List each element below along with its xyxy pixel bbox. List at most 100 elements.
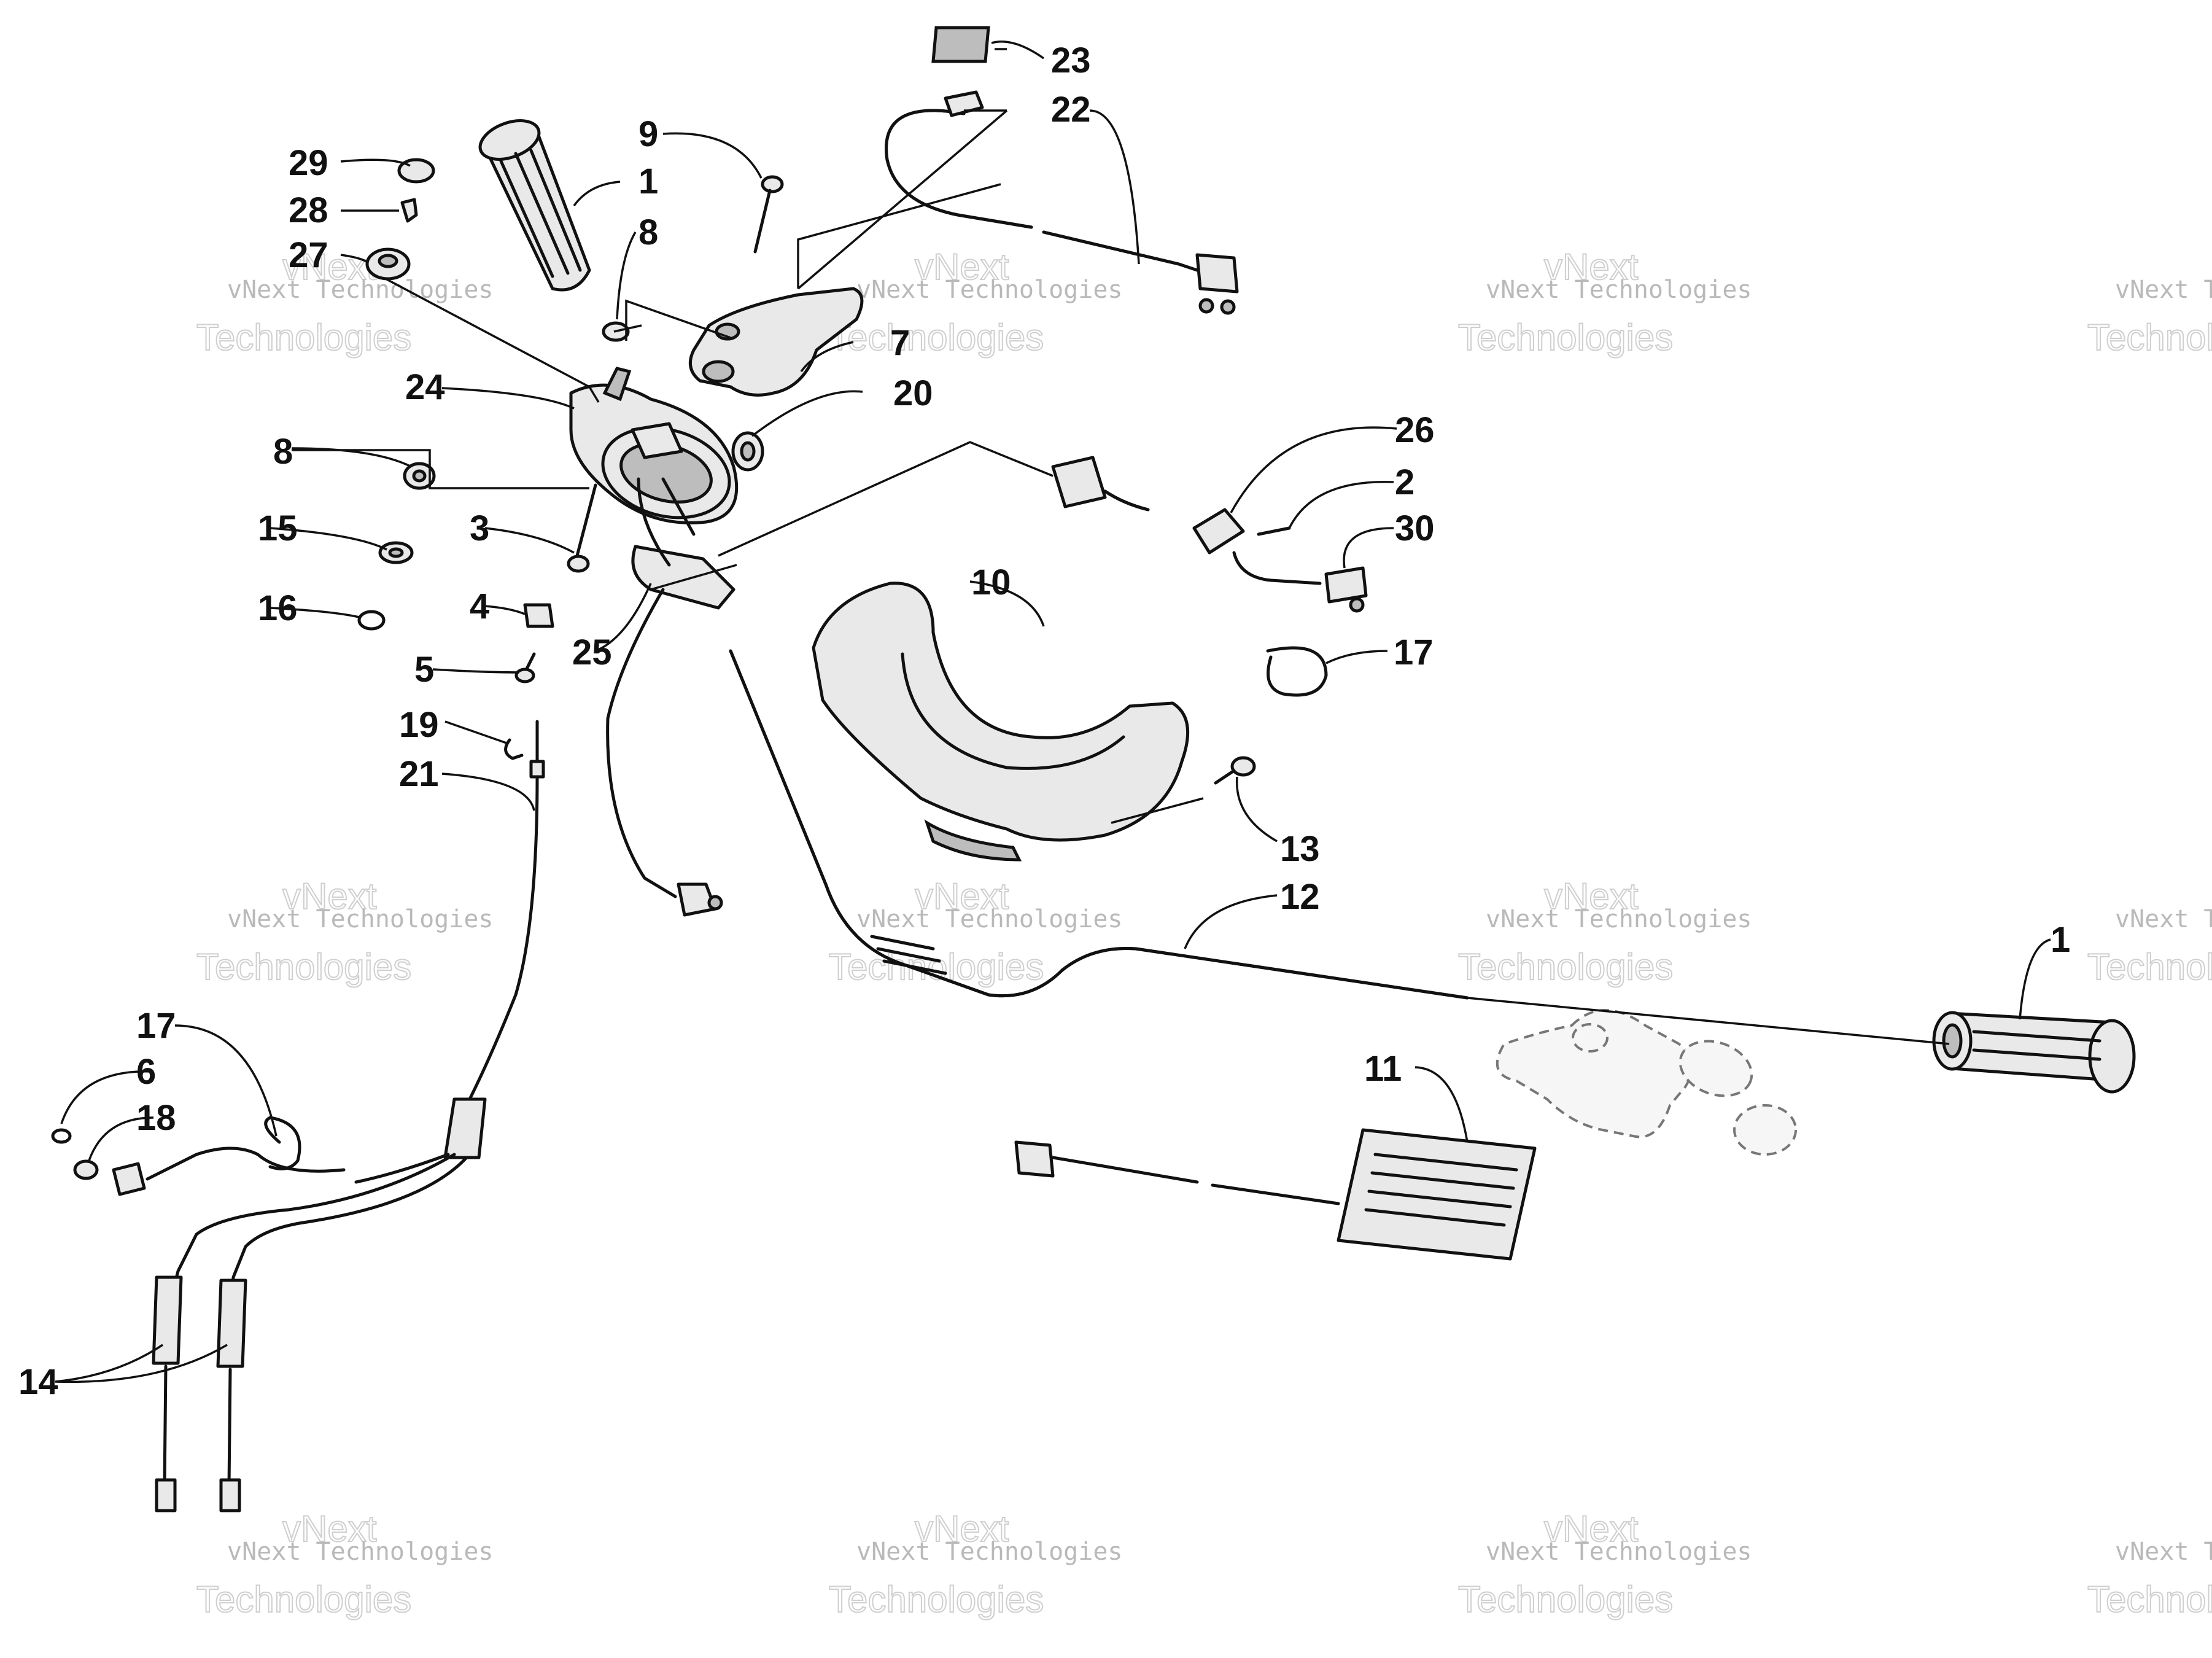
callout-8-upper: 8 [638, 212, 658, 252]
svg-text:Technologies: Technologies [2087, 317, 2212, 358]
callout-15: 15 [258, 508, 298, 548]
callout-25: 25 [572, 632, 612, 672]
watermark: Technologies vNext vNext Technologies [196, 875, 493, 988]
svg-text:Technologies: Technologies [2087, 1579, 2212, 1620]
callout-27: 27 [289, 235, 328, 275]
callout-13: 13 [1280, 829, 1320, 869]
part-bushing-27 [365, 247, 411, 281]
svg-text:Technologies: Technologies [829, 317, 1044, 358]
callout-30: 30 [1395, 508, 1435, 548]
callout-19: 19 [399, 705, 439, 745]
svg-text:vNext Technologies: vNext Technologies [227, 276, 493, 304]
callout-24: 24 [405, 367, 445, 407]
svg-text:Technologies: Technologies [1458, 317, 1673, 358]
svg-text:vNext: vNext [282, 876, 377, 917]
callout-21: 21 [399, 754, 439, 794]
part-handlebar-12 [729, 649, 1469, 1000]
svg-text:vNext Technologies: vNext Technologies [856, 1538, 1122, 1566]
svg-text:vNext: vNext [282, 246, 377, 287]
callout-6: 6 [136, 1052, 156, 1092]
callout-23: 23 [1051, 41, 1091, 80]
part-cable-left [51, 1116, 346, 1196]
callout-labels: 29 28 27 1 9 8 23 22 24 7 20 8 15 16 3 4… [18, 41, 2070, 1402]
watermark: Technologies vNext vNext Technologies [828, 1508, 1122, 1621]
callout-12: 12 [1280, 877, 1320, 917]
svg-text:Technologies: Technologies [829, 1579, 1044, 1620]
svg-text:Technologies: Technologies [196, 946, 411, 987]
part-pin-9 [753, 175, 784, 254]
svg-text:vNext Technologies: vNext Technologies [1486, 1538, 1752, 1566]
callout-16: 16 [258, 588, 298, 628]
svg-text:vNext Technologies: vNext Technologies [227, 905, 493, 933]
svg-text:Technologies: Technologies [196, 1579, 411, 1620]
part-connector-30 [1232, 551, 1368, 613]
part-screw-2 [1257, 526, 1291, 536]
part-switch-25 [606, 545, 735, 917]
leader-lines [55, 41, 2051, 1384]
svg-text:Technologies: Technologies [1458, 946, 1673, 987]
callout-4: 4 [470, 586, 489, 626]
watermark: Technologies vNext vNext Technologies [828, 246, 1122, 359]
watermark: Technologies vNext vNext Technologies [1457, 875, 1752, 988]
svg-text:Technologies: Technologies [829, 946, 1044, 987]
part-throttle-housing-24 [569, 367, 739, 524]
part-harness-22 [885, 90, 1239, 315]
callout-1-right-grip: 1 [2051, 920, 2070, 960]
watermark: Technologies vNext Technologies [2087, 1538, 2212, 1621]
watermark: Technologies vNext vNext Technologies [196, 1508, 493, 1621]
watermark: Technologies vNext vNext Technologies [1457, 246, 1752, 359]
part-nut-4 [523, 603, 554, 628]
callout-17-right: 17 [1394, 632, 1434, 672]
svg-text:vNext Technologies: vNext Technologies [1486, 276, 1752, 304]
part-screw-5 [514, 652, 536, 683]
callout-9: 9 [638, 114, 658, 154]
part-label-23 [931, 26, 990, 63]
callout-14: 14 [18, 1362, 58, 1402]
svg-text:vNext: vNext [1544, 1508, 1639, 1549]
svg-text:vNext Technologies: vNext Technologies [1486, 905, 1752, 933]
part-ring-16 [357, 610, 386, 631]
svg-text:Technologies: Technologies [1458, 1579, 1673, 1620]
part-throttle-lever-7 [688, 287, 864, 397]
part-left-grip [478, 119, 591, 292]
part-handlebar-pad-10 [812, 582, 1190, 862]
svg-text:vNext: vNext [282, 1508, 377, 1549]
callout-10: 10 [971, 562, 1011, 602]
watermark: Technologies vNext vNext Technologies [196, 246, 493, 359]
svg-text:vNext Technologies: vNext Technologies [2115, 905, 2212, 933]
svg-text:vNext Technologies: vNext Technologies [227, 1538, 493, 1566]
watermark-layer: Technologies vNext vNext Technologies Te… [196, 246, 2212, 1621]
callout-29: 29 [289, 143, 328, 183]
part-connector-26 [1051, 456, 1245, 555]
svg-text:vNext Technologies: vNext Technologies [856, 905, 1122, 933]
callout-3: 3 [470, 508, 489, 548]
callout-18: 18 [136, 1098, 176, 1138]
callout-5: 5 [414, 650, 434, 690]
callout-26: 26 [1395, 410, 1435, 450]
svg-text:vNext: vNext [915, 246, 1009, 287]
part-screw-3 [567, 483, 597, 573]
callout-2: 2 [1395, 462, 1415, 502]
part-cable-bundle [637, 477, 696, 567]
part-screw-28 [400, 198, 418, 223]
svg-text:Technologies: Technologies [2087, 946, 2212, 987]
callout-28: 28 [289, 190, 328, 230]
callout-1-left-grip: 1 [638, 162, 658, 201]
svg-text:vNext: vNext [915, 876, 1009, 917]
callout-8-lower: 8 [273, 432, 293, 472]
watermark: Technologies vNext vNext Technologies [1457, 1508, 1752, 1621]
svg-text:Technologies: Technologies [196, 317, 411, 358]
part-cables-14 [152, 1153, 468, 1512]
part-heater-11 [1014, 1128, 1537, 1261]
part-washer-15 [378, 541, 414, 564]
callout-22: 22 [1051, 90, 1091, 130]
svg-text:vNext: vNext [1544, 876, 1639, 917]
watermark: Technologies vNext vNext Technologies [828, 875, 1122, 988]
part-clip-19 [504, 738, 524, 760]
callout-17-left: 17 [136, 1006, 176, 1046]
part-clamp-17-right [1266, 646, 1328, 697]
part-right-grip [1932, 1011, 2136, 1094]
part-clip-20 [731, 431, 764, 472]
watermark: Technologies vNext Technologies [2087, 276, 2212, 359]
